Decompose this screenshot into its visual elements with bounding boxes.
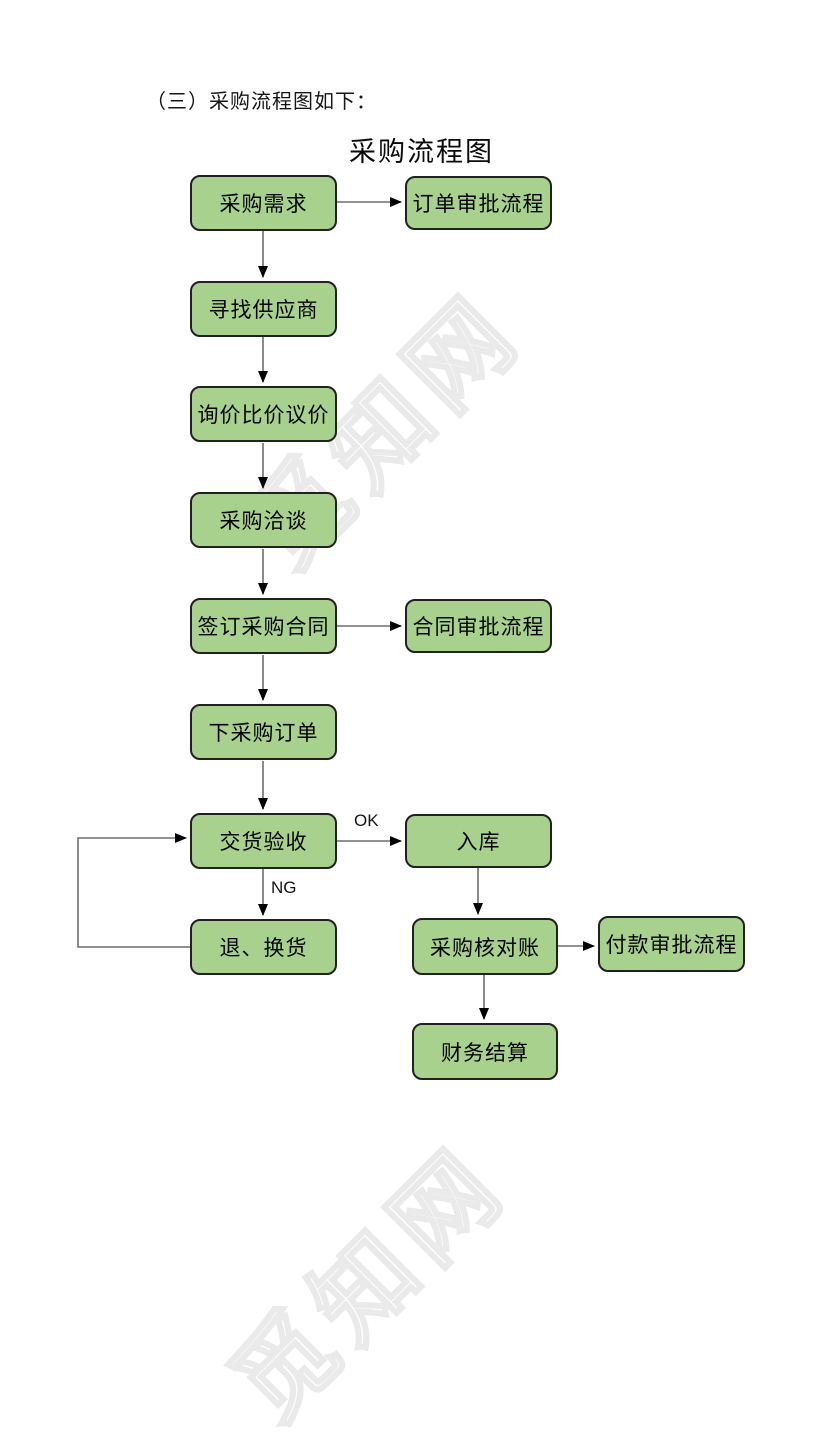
flow-node-order-approval: 订单审批流程 (405, 176, 552, 230)
flow-node-place-order: 下采购订单 (190, 704, 337, 760)
edge-label-ok: OK (354, 811, 379, 830)
flow-node-purchase-reconciliation: 采购核对账 (412, 918, 558, 975)
watermark-text-bottom: 觅知网 (210, 1124, 530, 1444)
flow-node-sign-contract: 签订采购合同 (190, 598, 337, 654)
flow-node-return-exchange: 退、换货 (190, 919, 337, 975)
edge-return-loop-to-acceptance (77, 833, 190, 948)
flow-node-purchase-demand: 采购需求 (190, 175, 337, 231)
flow-node-purchase-talks: 采购洽谈 (190, 492, 337, 548)
flow-node-find-supplier: 寻找供应商 (190, 281, 337, 337)
edge-label-ng: NG (271, 878, 297, 897)
section-heading: （三）采购流程图如下： (146, 91, 377, 113)
flow-node-warehouse-in: 入库 (405, 814, 552, 868)
flow-node-financial-settlement: 财务结算 (412, 1023, 558, 1080)
flow-node-inquiry-compare-bargain: 询价比价议价 (190, 386, 337, 442)
flow-node-delivery-acceptance: 交货验收 (190, 813, 337, 869)
flow-node-payment-approval: 付款审批流程 (598, 916, 745, 972)
flow-node-contract-approval: 合同审批流程 (405, 599, 552, 653)
chart-title: 采购流程图 (349, 137, 494, 167)
